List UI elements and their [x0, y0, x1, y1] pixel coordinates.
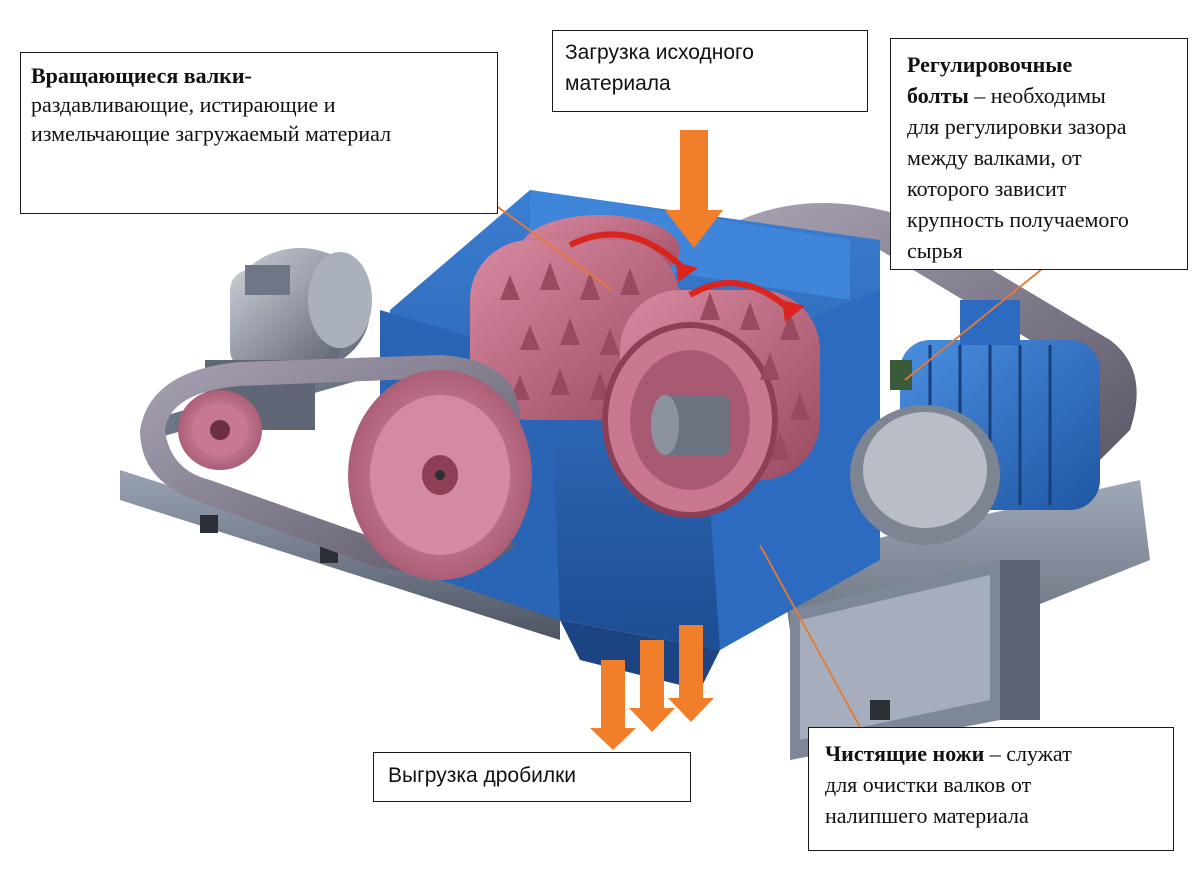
- rollers-text-line2: измельчающие загружаемый материал: [31, 121, 392, 146]
- loading-arrow: [665, 130, 723, 248]
- bolts-line3: для регулировки зазора: [907, 114, 1127, 139]
- rollers-label: Вращающиеся валки- раздавливающие, истир…: [20, 52, 498, 214]
- knives-label: Чистящие ножи – служат для очистки валко…: [808, 727, 1174, 851]
- loading-label: Загрузка исходного материала: [552, 30, 868, 112]
- knives-line3: налипшего материала: [825, 803, 1029, 828]
- unloading-text: Выгрузка дробилки: [388, 764, 577, 787]
- bolts-line7: сырья: [907, 238, 963, 263]
- bolts-line5: которого зависит: [907, 176, 1067, 201]
- large-pulley: [348, 370, 532, 580]
- loading-line2: материала: [565, 72, 671, 95]
- unloading-arrows: [590, 625, 714, 750]
- rotation-arrows: [568, 231, 793, 313]
- knives-line2: для очистки валков от: [825, 772, 1032, 797]
- rotation-arrowhead-2: [782, 300, 805, 322]
- right-motor: [850, 300, 1100, 545]
- bolts-line6: крупность получаемого: [907, 207, 1129, 232]
- bolts-title-line1: Регулировочные: [907, 52, 1073, 77]
- bolts-line4: между валками, от: [907, 145, 1082, 170]
- bolts-label: Регулировочные болты – необходимы для ре…: [890, 38, 1188, 270]
- bolts-title-line2: болты: [907, 83, 969, 108]
- loading-line1: Загрузка исходного: [565, 41, 754, 64]
- roller-right: [602, 290, 820, 518]
- rollers-text-line1: раздавливающие, истирающие и: [31, 92, 336, 117]
- small-pulley: [178, 390, 262, 470]
- knives-title: Чистящие ножи: [825, 741, 985, 766]
- base-frame: [120, 360, 1150, 760]
- knives-line1-rest: – служат: [984, 741, 1072, 766]
- bolts-line2-rest: – необходимы: [968, 83, 1106, 108]
- rollers-title: Вращающиеся валки-: [31, 63, 252, 88]
- rotation-arrowhead-1: [676, 262, 698, 282]
- unloading-label: Выгрузка дробилки: [373, 752, 691, 802]
